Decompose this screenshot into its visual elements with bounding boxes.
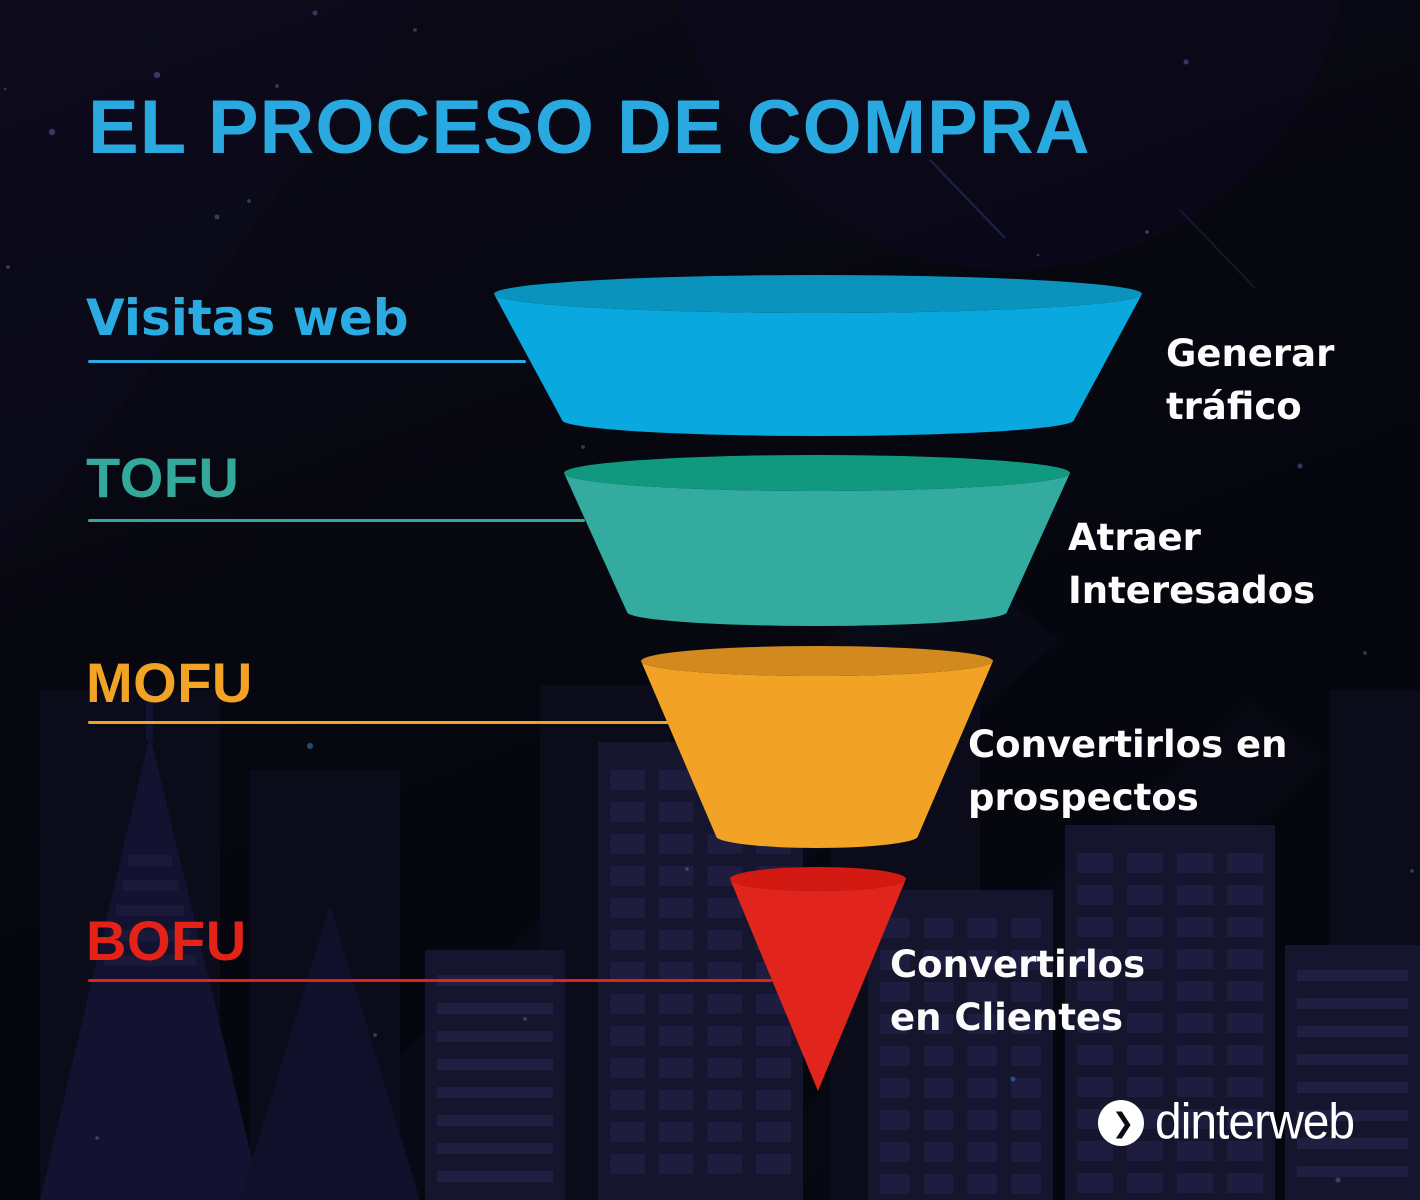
- stage-description-visitas-web: Generar tráfico: [1166, 332, 1335, 428]
- shooting-star-streak: [1179, 209, 1256, 289]
- planet-circle: [677, 0, 1343, 270]
- logo-circle: ❯: [1098, 1100, 1144, 1146]
- page-title: EL PROCESO DE COMPRA: [88, 85, 1091, 170]
- stage-underline-tofu: [88, 519, 585, 522]
- stage-label-mofu: MOFU: [86, 651, 253, 714]
- funnel-stage-tofu: [564, 455, 1070, 626]
- stage-underline-mofu: [88, 721, 671, 724]
- shooting-star-streak: [929, 159, 1006, 239]
- stage-label-tofu: TOFU: [86, 446, 240, 509]
- skyline-buildings: [40, 685, 1420, 1200]
- chevron-right-icon: ❯: [1111, 1107, 1135, 1139]
- stage-underline-bofu: [88, 979, 772, 982]
- stage-label-visitas-web: Visitas web: [86, 289, 409, 347]
- stage-description-tofu: Atraer Interesados: [1068, 516, 1316, 612]
- funnel-stage-top-ellipse: [564, 455, 1070, 491]
- funnel-stage-top-ellipse: [730, 867, 906, 891]
- funnel-stage-bofu: [730, 867, 906, 1091]
- sheen-shape: [0, 0, 420, 560]
- funnel-stage-body: [494, 294, 1142, 436]
- stage-description-bofu: Convertirlos en Clientes: [890, 943, 1146, 1039]
- stage-description-mofu: Convertirlos en prospectos: [968, 723, 1288, 819]
- funnel-stage-body: [564, 473, 1070, 626]
- funnel-stage-body: [641, 661, 993, 848]
- funnel-stage-mofu: [641, 646, 993, 848]
- funnel-stage-top-ellipse: [641, 646, 993, 676]
- funnel-stage-top-ellipse: [494, 275, 1142, 313]
- stage-underline-visitas-web: [88, 360, 526, 363]
- funnel-stage-visitas-web: [494, 275, 1142, 436]
- stars: [3, 10, 1414, 1183]
- logo-wordmark: dinterweb: [1155, 1094, 1355, 1151]
- funnel-stage-body: [730, 879, 906, 1091]
- brand-logo: ❯ dinterweb: [1098, 1094, 1355, 1151]
- stage-label-bofu: BOFU: [86, 909, 247, 972]
